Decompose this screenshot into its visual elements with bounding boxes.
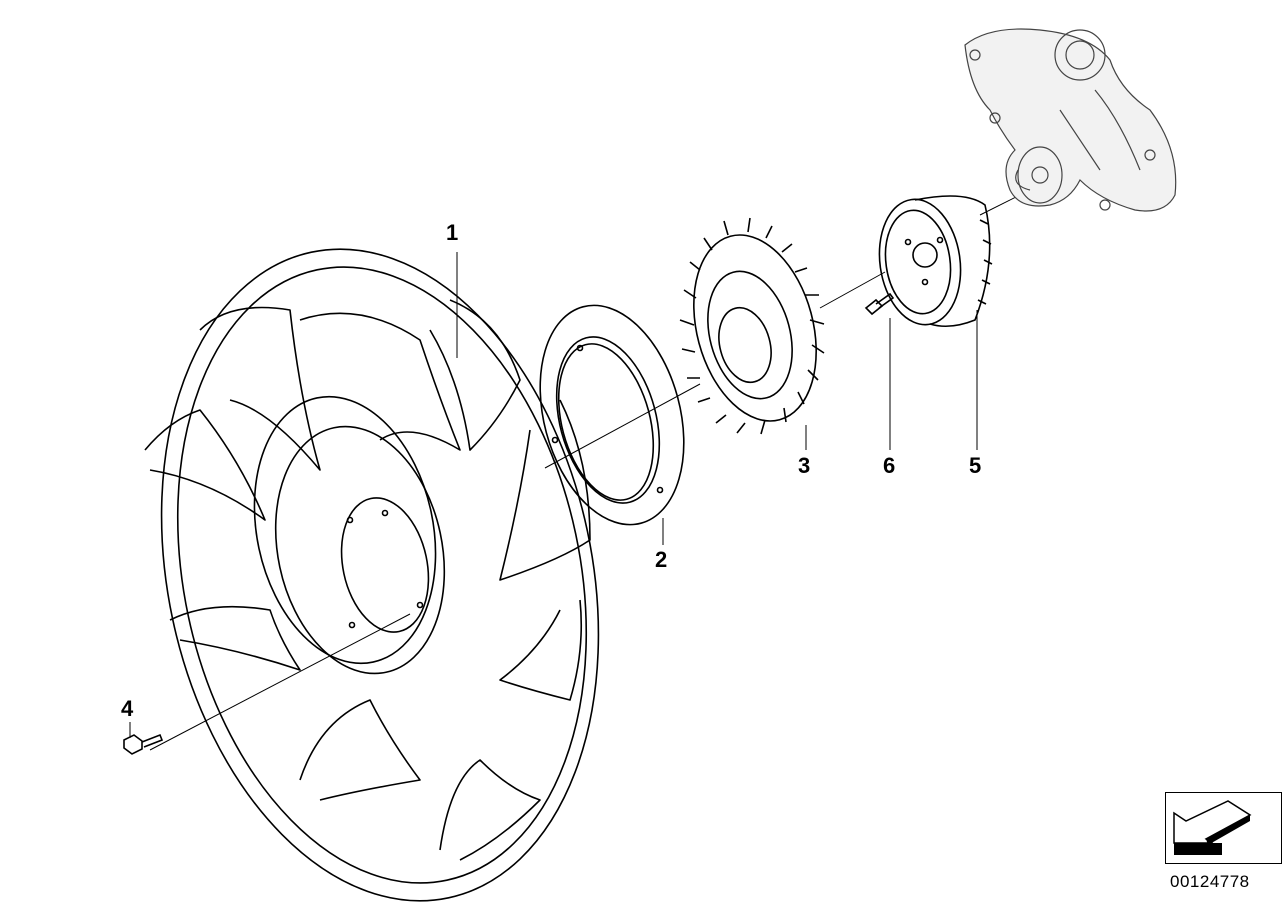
ring-part[interactable] bbox=[517, 289, 706, 541]
bolt-4-part[interactable] bbox=[123, 733, 164, 755]
callout-6[interactable]: 6 bbox=[883, 453, 896, 478]
back-arrow-icon bbox=[1173, 800, 1252, 855]
callout-3[interactable]: 3 bbox=[798, 453, 811, 478]
document-id: 00124778 bbox=[1170, 872, 1250, 891]
pulley-part[interactable] bbox=[872, 194, 993, 330]
fan-part[interactable] bbox=[104, 208, 656, 910]
callout-4[interactable]: 4 bbox=[121, 696, 134, 721]
water-pump-part bbox=[964, 28, 1177, 212]
viscous-clutch-part[interactable] bbox=[674, 217, 835, 435]
callout-1[interactable]: 1 bbox=[446, 220, 459, 245]
callout-5[interactable]: 5 bbox=[969, 453, 982, 478]
callout-2[interactable]: 2 bbox=[655, 547, 668, 572]
bolt-6-part[interactable] bbox=[864, 292, 895, 316]
axis-line bbox=[149, 189, 1031, 751]
back-navigation-button[interactable] bbox=[1165, 792, 1282, 864]
